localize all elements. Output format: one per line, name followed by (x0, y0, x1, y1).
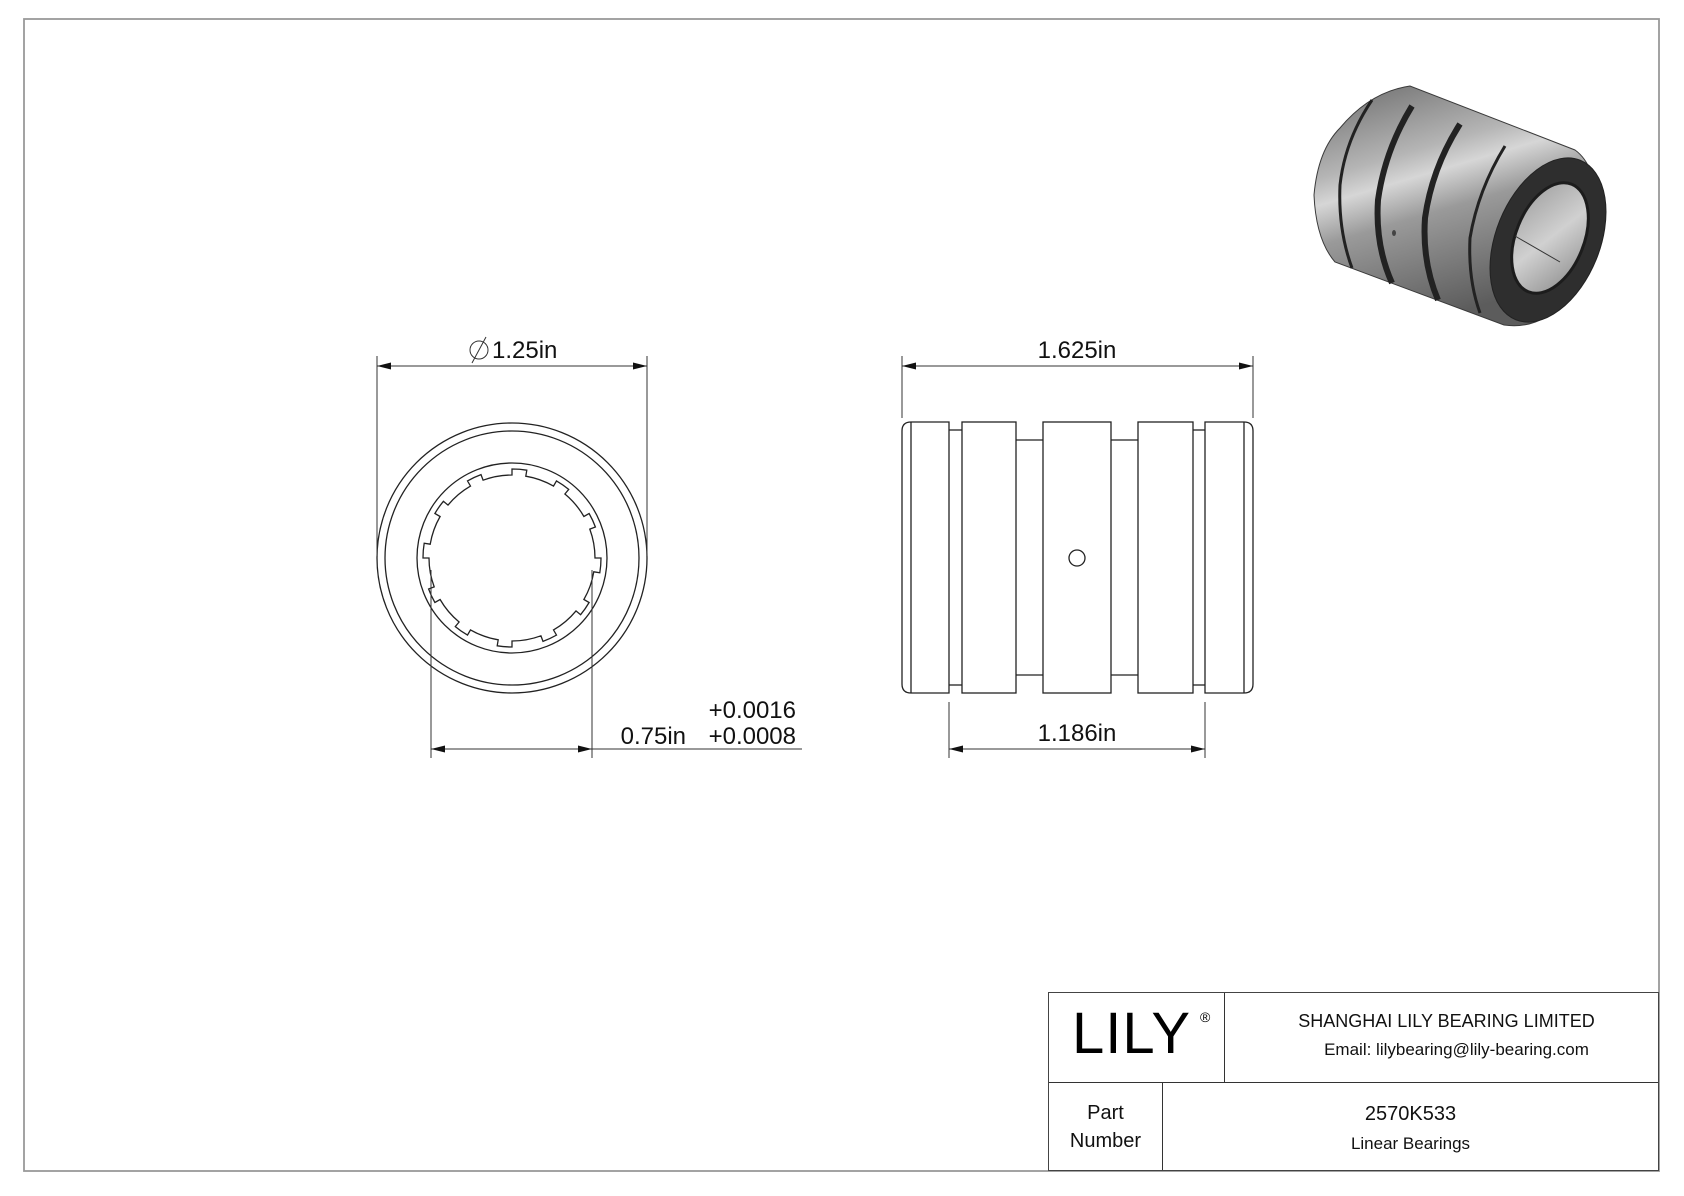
bore-circle (416, 462, 608, 654)
ring-4 (1137, 421, 1194, 694)
bore-diameter-label: 0.75in (621, 723, 686, 750)
lube-hole (1068, 549, 1086, 567)
end-view (376, 422, 648, 694)
end-ring-left (901, 421, 950, 694)
part-description: Linear Bearings (1350, 1134, 1471, 1153)
side-view (901, 421, 1254, 694)
part-number: 2570K533 (1364, 1103, 1457, 1125)
ring-center (1042, 421, 1112, 694)
end-ring-right (1204, 421, 1254, 694)
title-block-header: LILY ® SHANGHAI LILY BEARING LIMITED Ema… (1049, 993, 1658, 1083)
outer-chamfer-circle (384, 430, 640, 686)
title-block: LILY ® SHANGHAI LILY BEARING LIMITED Ema… (1048, 992, 1659, 1171)
part-number-label: Part Number (1049, 1083, 1163, 1170)
part-info: Part Number 2570K533 Linear Bearings (1049, 1083, 1658, 1170)
part-number-value-cell: 2570K533 Linear Bearings (1163, 1083, 1658, 1170)
overall-length-label: 1.625in (1038, 337, 1117, 364)
bore-diameter-dimension (430, 570, 802, 758)
company-name: SHANGHAI LILY BEARING LIMITED (1298, 1011, 1595, 1031)
company-logo: LILY ® (1049, 993, 1225, 1082)
company-info: SHANGHAI LILY BEARING LIMITED Email: lil… (1225, 993, 1658, 1082)
part-label-line2: Number (1069, 1130, 1142, 1152)
ring-2 (961, 421, 1017, 694)
sheet-border (23, 18, 1660, 1172)
logo-text: LILY (1072, 1001, 1192, 1066)
linear-bearing-3d-render-icon (1313, 85, 1607, 327)
spline-profile (422, 468, 602, 648)
outer-diameter-label: 1.25in (469, 336, 557, 364)
bore-tolerance-upper: +0.0016 (709, 697, 796, 724)
bore-tolerance-lower: +0.0008 (709, 723, 796, 750)
registered-mark: ® (1200, 1009, 1211, 1025)
outer-diameter-dimension (376, 356, 648, 556)
inner-length-dimension (948, 702, 1206, 758)
svg-text:1.25in: 1.25in (492, 337, 557, 364)
company-email: Email: lilybearing@lily-bearing.com (1324, 1040, 1589, 1059)
outer-circle (376, 422, 648, 694)
part-label-line1: Part (1087, 1102, 1124, 1124)
overall-length-dimension (901, 356, 1254, 418)
inner-length-label: 1.186in (1038, 720, 1117, 747)
